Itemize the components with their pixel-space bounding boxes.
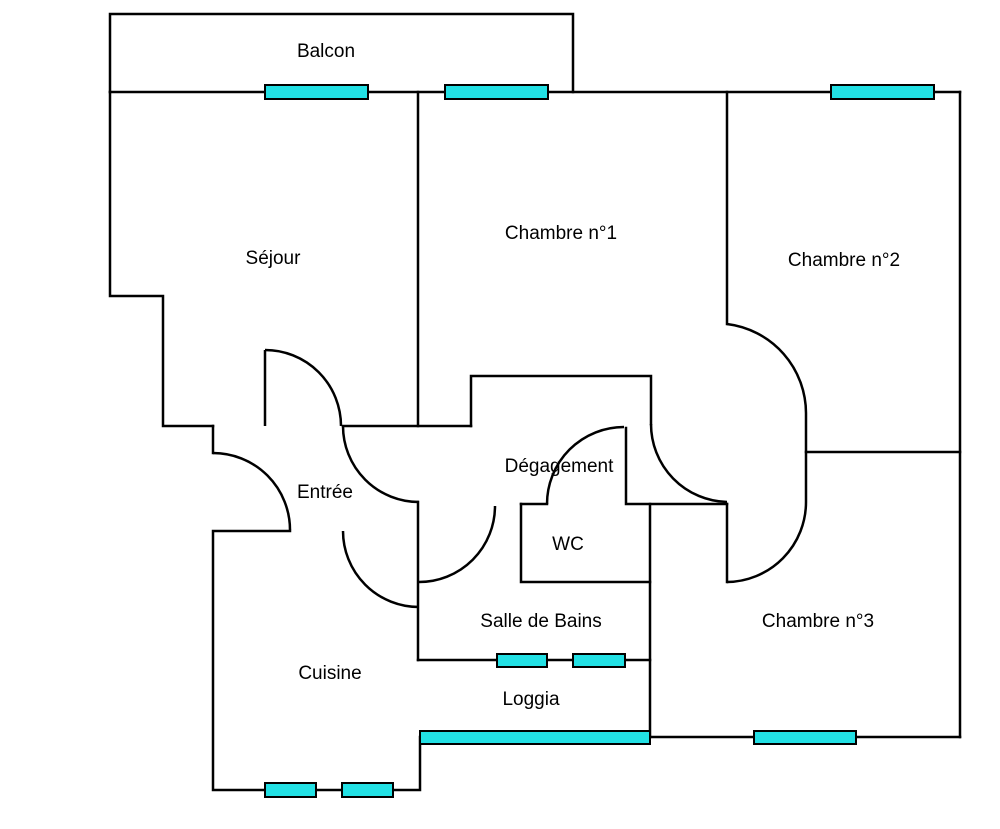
window-loggia: [419, 730, 651, 745]
window-chambre1: [444, 84, 549, 100]
wc-door-arc: [545, 425, 625, 505]
balcon-wall: [108, 12, 575, 94]
chambre2-door-arc: [726, 322, 808, 502]
chambre1-lower-wall: [469, 374, 653, 428]
cuisine-door-arc: [341, 530, 420, 609]
degagement-door-arc: [341, 425, 420, 504]
wc-wall: [519, 502, 652, 584]
label-entree: Entrée: [297, 482, 353, 503]
bathroom-door-arc: [418, 505, 497, 584]
label-sejour: Séjour: [246, 248, 302, 269]
label-chambre1: Chambre n°1: [505, 223, 617, 244]
wc-door-wall: [624, 426, 729, 506]
window-chambre2: [830, 84, 935, 100]
window-bathroom-left: [496, 653, 548, 668]
label-degagement: Dégagement: [505, 456, 615, 477]
label-chambre3: Chambre n°3: [762, 611, 874, 632]
label-cuisine: Cuisine: [298, 663, 361, 684]
window-bathroom-right: [572, 653, 626, 668]
sejour-door-swing: [264, 348, 343, 427]
window-cuisine-right: [341, 782, 394, 798]
window-sejour: [264, 84, 369, 100]
chambre1-door-arc: [649, 423, 728, 504]
entry-door-arc: [212, 451, 292, 531]
window-cuisine-left: [264, 782, 317, 798]
label-salle-de-bains: Salle de Bains: [480, 611, 601, 632]
label-chambre2: Chambre n°2: [788, 250, 900, 271]
label-balcon: Balcon: [297, 41, 355, 62]
label-loggia: Loggia: [502, 689, 559, 710]
window-chambre3: [753, 730, 857, 745]
chambre3-door-arc: [726, 501, 808, 584]
sejour-wall: [108, 90, 215, 428]
label-wc: WC: [552, 534, 584, 555]
